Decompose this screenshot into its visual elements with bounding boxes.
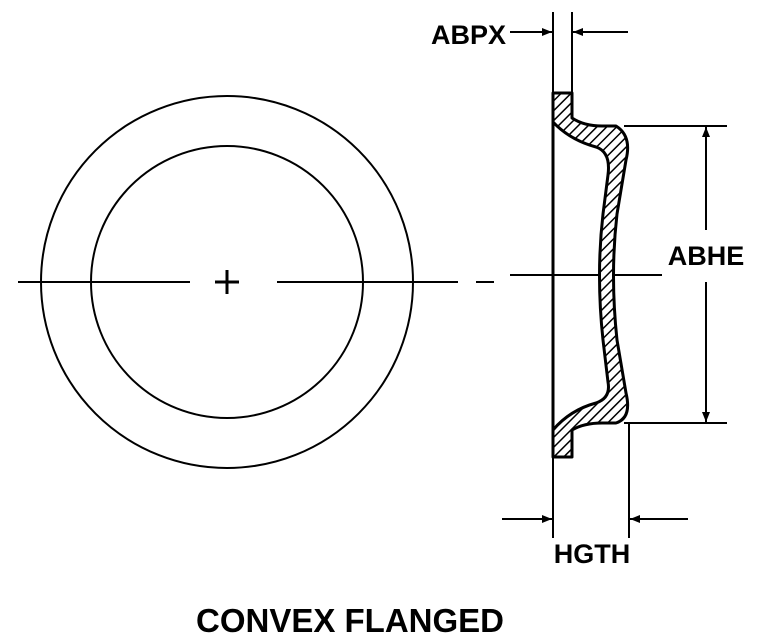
front-view: [18, 95, 662, 469]
abpx-dimension: ABPX: [431, 12, 628, 92]
section-profile: [551, 91, 630, 459]
abhe-dimension: ABHE: [624, 125, 745, 424]
hgth-label: HGTH: [554, 539, 631, 569]
hgth-dimension: HGTH: [502, 423, 688, 569]
abhe-label: ABHE: [668, 241, 745, 271]
abpx-label: ABPX: [431, 20, 506, 50]
side-section-view: [551, 91, 630, 459]
diagram-caption: CONVEX FLANGED: [196, 602, 504, 639]
